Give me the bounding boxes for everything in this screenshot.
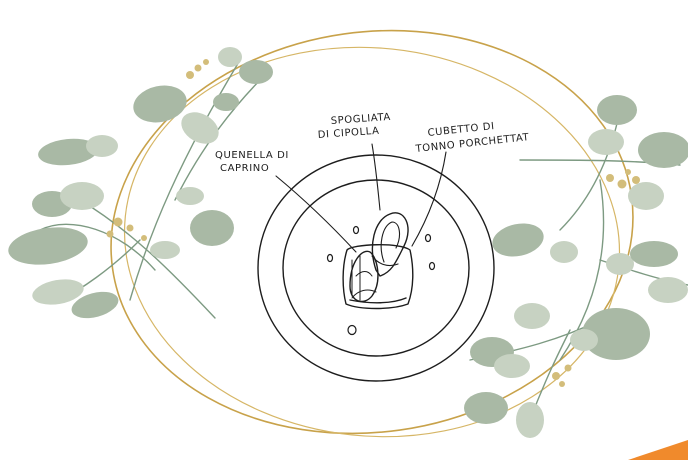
gold-ring-inner xyxy=(105,23,639,460)
leaves-right xyxy=(464,95,688,438)
leader-lines xyxy=(276,144,446,252)
dish-labels: QUENELLA DI CAPRINO SPOGLIATA DI CIPOLLA… xyxy=(215,112,530,174)
leader-cipolla xyxy=(372,144,380,210)
eucalyptus-branch-left xyxy=(6,47,273,323)
leader-tonno xyxy=(412,152,446,246)
plate-sketch xyxy=(258,144,494,381)
leaves-left xyxy=(6,47,273,323)
label-cipolla-line2: DI CIPOLLA xyxy=(317,126,379,141)
eucalyptus-branch-right xyxy=(464,95,688,438)
label-caprino-line1: QUENELLA DI xyxy=(215,150,289,161)
gold-ring-frame xyxy=(85,0,660,460)
orange-corner-accent xyxy=(628,440,688,460)
gold-ring-outer xyxy=(85,0,660,460)
label-caprino-line2: CAPRINO xyxy=(220,163,269,174)
label-cipolla-line1: SPOGLIATA xyxy=(330,112,391,127)
